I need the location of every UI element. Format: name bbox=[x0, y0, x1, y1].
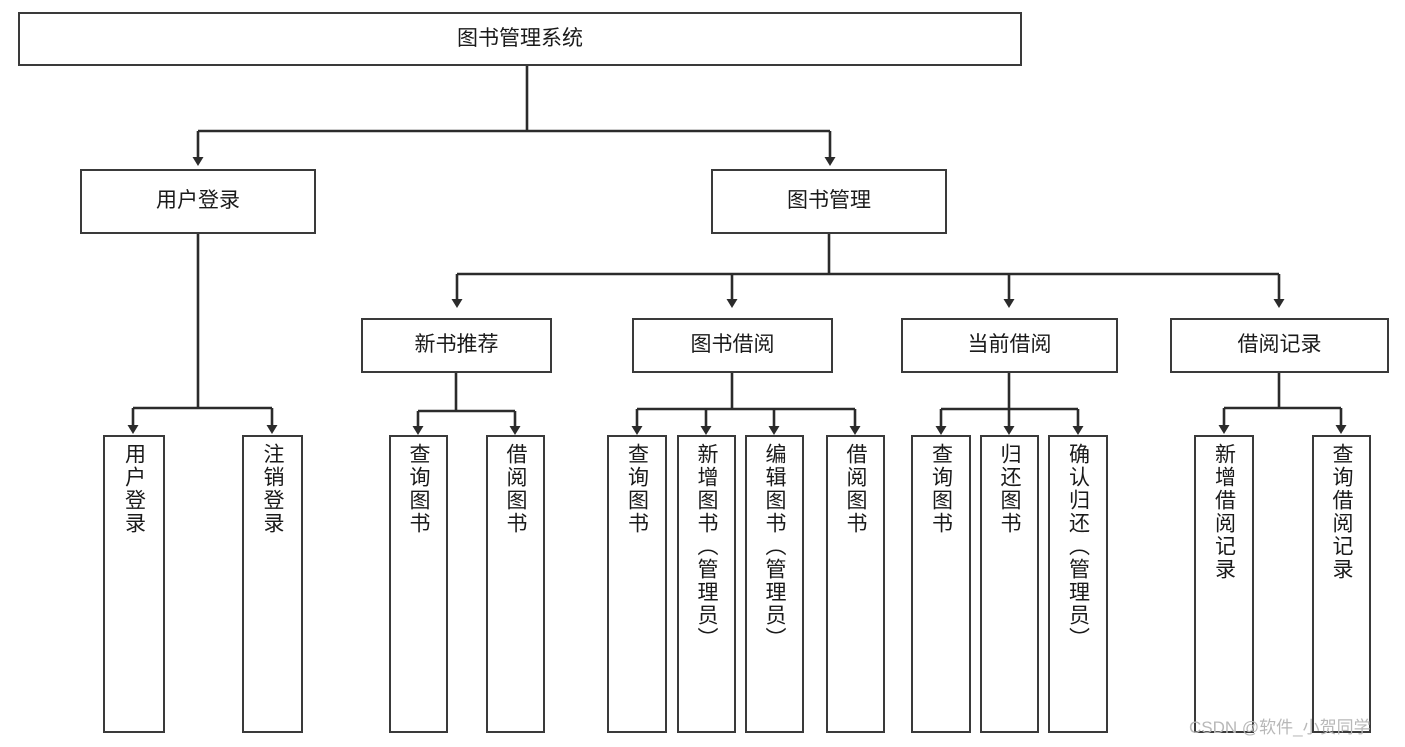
node-user-login[interactable]: 用户登录 bbox=[80, 169, 316, 234]
node-leaf-query-borrow-record-label: 查询借阅记录 bbox=[1330, 443, 1353, 581]
node-leaf-borrow-book-2[interactable]: 借阅图书 bbox=[826, 435, 885, 733]
node-leaf-logout-login[interactable]: 注销登录 bbox=[242, 435, 303, 733]
node-leaf-confirm-return[interactable]: 确认归还（管理员） bbox=[1048, 435, 1108, 733]
node-leaf-query-book-2[interactable]: 查询图书 bbox=[607, 435, 667, 733]
watermark-text: CSDN @软件_小贺同学 bbox=[1189, 718, 1371, 737]
node-leaf-borrow-book-1[interactable]: 借阅图书 bbox=[486, 435, 545, 733]
node-leaf-add-book[interactable]: 新增图书（管理员） bbox=[677, 435, 736, 733]
node-leaf-return-book-label: 归还图书 bbox=[998, 443, 1021, 535]
node-book-management-label: 图书管理 bbox=[787, 189, 871, 213]
node-new-book-recommend-label: 新书推荐 bbox=[414, 333, 499, 357]
node-user-login-label: 用户登录 bbox=[156, 189, 240, 213]
node-leaf-edit-book-label: 编辑图书（管理员） bbox=[763, 443, 786, 650]
node-leaf-query-book-1[interactable]: 查询图书 bbox=[389, 435, 448, 733]
node-leaf-add-borrow-record[interactable]: 新增借阅记录 bbox=[1194, 435, 1254, 733]
node-leaf-add-borrow-record-label: 新增借阅记录 bbox=[1212, 443, 1236, 581]
node-root-label: 图书管理系统 bbox=[457, 26, 583, 50]
node-book-management[interactable]: 图书管理 bbox=[711, 169, 947, 234]
node-leaf-query-book-1-label: 查询图书 bbox=[407, 443, 430, 535]
node-leaf-query-book-3-label: 查询图书 bbox=[929, 443, 953, 535]
node-leaf-query-borrow-record[interactable]: 查询借阅记录 bbox=[1312, 435, 1371, 733]
node-leaf-query-book-3[interactable]: 查询图书 bbox=[911, 435, 971, 733]
node-book-borrow[interactable]: 图书借阅 bbox=[632, 318, 833, 373]
node-leaf-user-login-label: 用户登录 bbox=[122, 443, 146, 535]
node-root[interactable]: 图书管理系统 bbox=[18, 12, 1022, 66]
node-leaf-confirm-return-label: 确认归还（管理员） bbox=[1066, 443, 1090, 650]
node-leaf-edit-book[interactable]: 编辑图书（管理员） bbox=[745, 435, 804, 733]
node-leaf-borrow-book-2-label: 借阅图书 bbox=[844, 443, 867, 535]
node-leaf-borrow-book-1-label: 借阅图书 bbox=[504, 443, 527, 535]
node-current-borrow[interactable]: 当前借阅 bbox=[901, 318, 1118, 373]
node-leaf-user-login[interactable]: 用户登录 bbox=[103, 435, 165, 733]
node-leaf-add-book-label: 新增图书（管理员） bbox=[695, 443, 718, 650]
node-new-book-recommend[interactable]: 新书推荐 bbox=[361, 318, 552, 373]
node-leaf-query-book-2-label: 查询图书 bbox=[625, 443, 649, 535]
node-borrow-record-label: 借阅记录 bbox=[1237, 333, 1322, 357]
node-current-borrow-label: 当前借阅 bbox=[967, 333, 1052, 357]
node-leaf-logout-login-label: 注销登录 bbox=[261, 443, 284, 535]
node-book-borrow-label: 图书借阅 bbox=[690, 333, 775, 357]
node-borrow-record[interactable]: 借阅记录 bbox=[1170, 318, 1389, 373]
node-leaf-return-book[interactable]: 归还图书 bbox=[980, 435, 1039, 733]
